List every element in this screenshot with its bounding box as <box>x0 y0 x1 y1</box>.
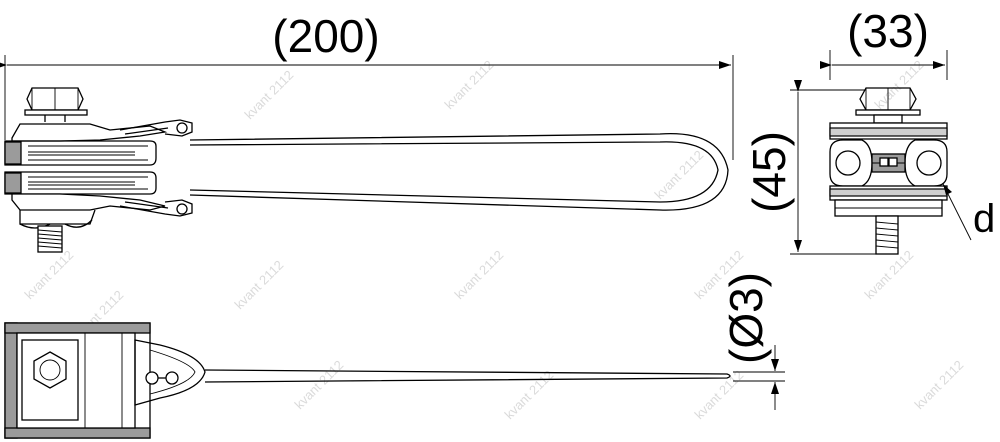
wire-loop-inner <box>189 141 719 203</box>
wire-diameter-dimension: (Ø3) <box>720 272 785 410</box>
length-label: (200) <box>272 10 379 62</box>
tapered-nose <box>134 339 206 406</box>
svg-text:kvant 2112: kvant 2112 <box>442 57 497 112</box>
diameter-d-label: d <box>973 197 995 241</box>
wire-diameter-label: (Ø3) <box>720 272 772 364</box>
svg-text:kvant 2112: kvant 2112 <box>22 247 77 302</box>
hex-nut-icon <box>33 351 67 389</box>
cable-diameter-callout: d <box>942 183 995 241</box>
clamp-end-view: (33) (45) <box>743 5 995 255</box>
width-dimension: (33) <box>820 5 948 80</box>
watermark-layer: kvant 2112 kvant 2112 kvant 2112 kvant 2… <box>22 57 967 422</box>
svg-text:kvant 2112: kvant 2112 <box>292 357 347 412</box>
width-label: (33) <box>847 5 929 57</box>
clamp-top-view <box>4 322 731 439</box>
svg-text:kvant 2112: kvant 2112 <box>862 247 917 302</box>
length-dimension: (200) <box>0 10 734 160</box>
bolt-seat <box>21 339 79 421</box>
svg-text:kvant 2112: kvant 2112 <box>242 67 297 122</box>
upper-tie <box>119 119 193 137</box>
clamp-side-view <box>4 87 729 253</box>
svg-text:kvant 2112: kvant 2112 <box>452 247 507 302</box>
height-dimension: (45) <box>743 80 880 255</box>
lower-clamp-block <box>4 171 157 195</box>
lower-tie <box>119 199 193 217</box>
svg-text:kvant 2112: kvant 2112 <box>502 367 557 422</box>
upper-clamp-block <box>4 140 157 166</box>
cable-grips <box>829 139 948 187</box>
svg-text:kvant 2112: kvant 2112 <box>652 147 707 202</box>
svg-text:kvant 2112: kvant 2112 <box>692 367 747 422</box>
lower-housing <box>11 193 166 211</box>
height-label: (45) <box>743 131 795 213</box>
threaded-stud-end <box>875 215 899 255</box>
threaded-stud <box>37 225 63 253</box>
svg-text:kvant 2112: kvant 2112 <box>872 57 927 112</box>
wire-loop-outer <box>189 132 729 211</box>
svg-text:kvant 2112: kvant 2112 <box>912 357 967 412</box>
top-view-wire <box>204 369 731 383</box>
svg-text:kvant 2112: kvant 2112 <box>232 257 287 312</box>
